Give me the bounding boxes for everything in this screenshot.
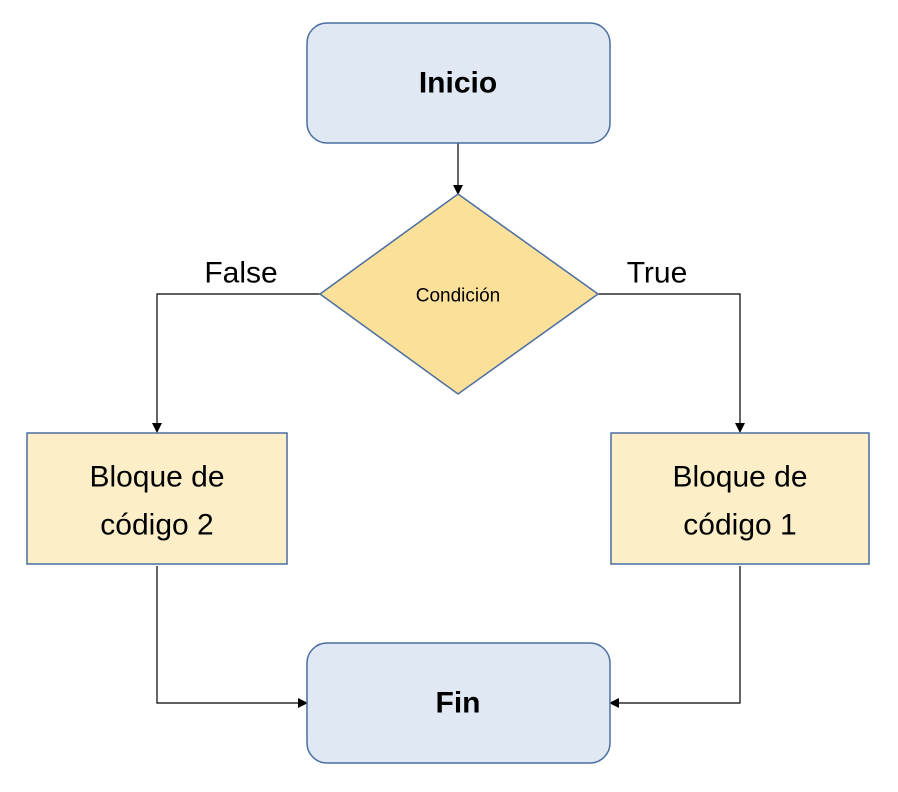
connector-block2-to-end bbox=[156, 566, 308, 708]
start-node-shape bbox=[306, 22, 611, 144]
code-block-1-label-line1: Bloque de bbox=[672, 461, 807, 494]
condition-node-shape bbox=[318, 193, 600, 395]
end-node-label: Fin bbox=[436, 687, 481, 720]
condition-node: Condición bbox=[318, 193, 600, 395]
start-node-label: Inicio bbox=[419, 67, 497, 100]
false-branch-label: False bbox=[204, 257, 277, 290]
connector-condition-to-block2 bbox=[152, 293, 320, 433]
code-block-1-shape bbox=[610, 432, 870, 565]
end-node: Fin bbox=[306, 642, 611, 764]
code-block-2-label-line1: Bloque de bbox=[89, 461, 224, 494]
code-block-2-shape bbox=[26, 432, 288, 565]
code-block-2-label-line2: código 2 bbox=[100, 509, 213, 542]
start-node: Inicio bbox=[306, 22, 611, 144]
code-block-2: Bloque de código 2 bbox=[26, 432, 288, 565]
connector-block1-to-end bbox=[609, 566, 741, 708]
true-branch-label: True bbox=[627, 257, 688, 290]
condition-node-label: Condición bbox=[416, 286, 501, 307]
code-block-1: Bloque de código 1 bbox=[610, 432, 870, 565]
end-node-shape bbox=[306, 642, 611, 764]
code-block-1-label-line2: código 1 bbox=[683, 509, 796, 542]
connector-condition-to-block1 bbox=[598, 293, 745, 433]
